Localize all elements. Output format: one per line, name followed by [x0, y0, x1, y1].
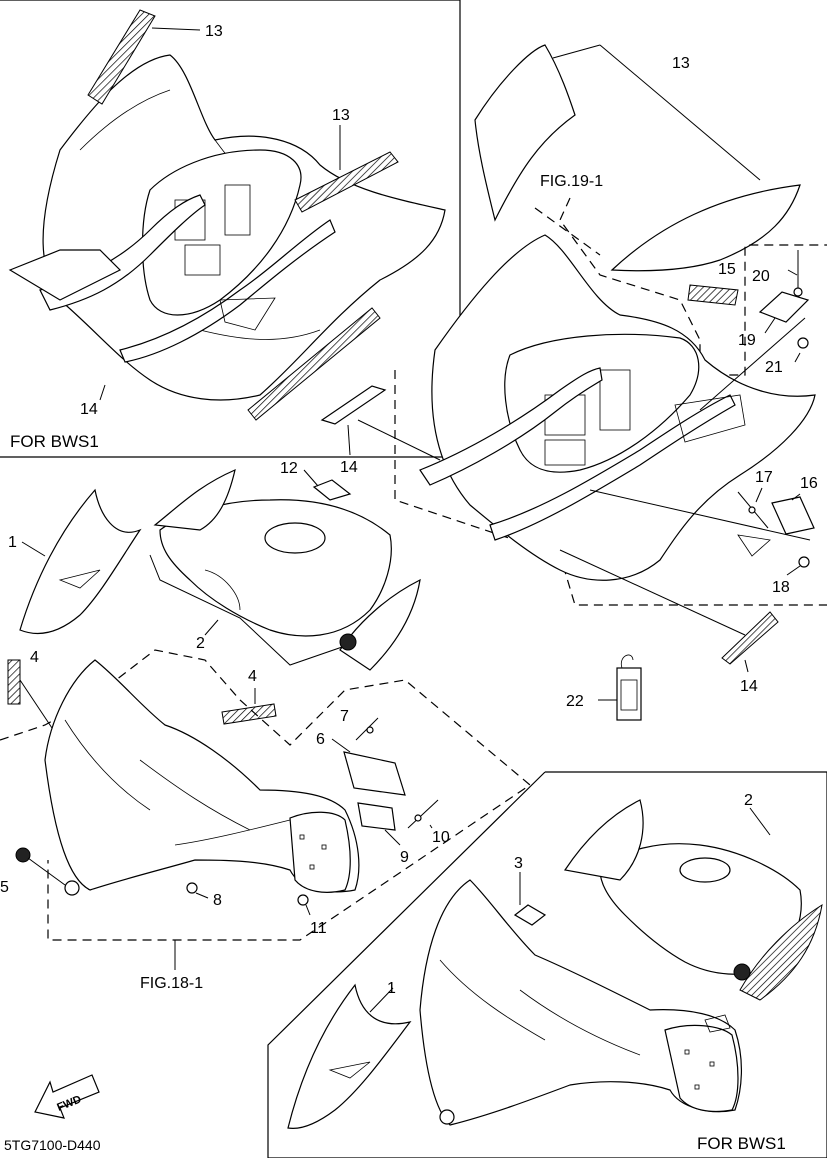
box-outline-top-left [0, 0, 461, 458]
callout-16: 16 [800, 475, 818, 492]
fwd-arrow: FWD [34, 1074, 100, 1119]
box-outline-bottom-right [267, 771, 827, 1158]
callout-15: 15 [718, 261, 736, 278]
decal-4-vertical [7, 659, 21, 705]
decal-12 [312, 479, 352, 501]
callout-12: 12 [280, 460, 298, 477]
fig-ref-18-1: FIG.18-1 [140, 975, 203, 992]
screw-10 [407, 799, 439, 829]
callout-5: 5 [0, 879, 9, 896]
callout-1: 1 [387, 980, 396, 997]
grommet-8 [186, 882, 198, 894]
decal-13-rear-panel [610, 184, 801, 272]
decal-13-side-panel [474, 44, 576, 222]
callout-14: 14 [340, 459, 358, 476]
callout-13: 13 [332, 107, 350, 124]
callout-11: 11 [310, 920, 327, 937]
plate-19 [758, 291, 810, 323]
tag-22 [598, 654, 642, 721]
decal-14-lower [721, 611, 779, 665]
nut-21 [797, 337, 809, 349]
box-bws1-front-fender: 2 3 1 FOR BWS1 [267, 771, 827, 1158]
plate-6 [343, 751, 406, 796]
callout-2: 2 [196, 635, 205, 652]
callout-22: 22 [566, 693, 584, 710]
front-fender-shell-bws1 [419, 879, 742, 1126]
fig-19-1-boundary [559, 197, 827, 376]
fig-ref-19-1: FIG.19-1 [540, 173, 603, 190]
decal-14-small [320, 385, 387, 425]
callout-17: 17 [755, 469, 773, 486]
seat-well-bws1 [141, 149, 302, 316]
front-fender-assembly: 12 2 1 4 4 FIG.18-1 5 [0, 460, 531, 992]
callout-1: 1 [8, 534, 17, 551]
document-code: 5TG7100-D440 [4, 1137, 101, 1153]
callout-14: 14 [80, 401, 98, 418]
callout-4: 4 [30, 649, 39, 666]
side-cover-2-bws1 [739, 903, 823, 1001]
decal-15 [687, 284, 739, 306]
front-side-panel-1-bws1 [287, 983, 412, 1130]
side-cover-2 [339, 578, 421, 671]
nut-18 [798, 556, 810, 568]
fender-flap [289, 811, 351, 893]
box-bws1-rear-fender: 13 13 14 FOR BWS1 [0, 0, 461, 458]
callout-3: 3 [514, 855, 523, 872]
screw-7 [355, 717, 379, 741]
callout-14: 14 [740, 678, 758, 695]
callout-20: 20 [752, 268, 770, 285]
bolt-20 [793, 250, 803, 297]
callout-7: 7 [340, 708, 349, 725]
plate-9 [357, 802, 396, 831]
callout-6: 6 [316, 731, 325, 748]
emblem-2 [339, 633, 357, 651]
callout-10: 10 [432, 829, 450, 846]
front-fender-shell [44, 659, 360, 893]
decal-14-bws1 [247, 307, 381, 421]
callout-8: 8 [213, 892, 222, 909]
callout-13: 13 [672, 55, 690, 72]
fwd-arrow-icon [34, 1074, 100, 1119]
emblem-5 [15, 847, 31, 863]
grommet-11 [297, 894, 309, 906]
rear-fender-assembly: 13 FIG.19-1 14 15 20 1 [320, 44, 827, 721]
callout-9: 9 [400, 849, 409, 866]
decal-4-horizontal [221, 703, 277, 725]
callout-18: 18 [772, 579, 790, 596]
box-label-for-bws1: FOR BWS1 [10, 432, 99, 451]
callout-21: 21 [765, 359, 783, 376]
callout-2: 2 [744, 792, 753, 809]
front-side-panel-1 [19, 488, 142, 635]
decal-13-side-bws1 [294, 151, 399, 213]
callout-19: 19 [738, 332, 756, 349]
box-label-for-bws1: FOR BWS1 [697, 1134, 786, 1153]
decal-3 [513, 904, 547, 926]
callout-4: 4 [248, 668, 257, 685]
callout-13: 13 [205, 23, 223, 40]
emblem-2-bws1 [733, 963, 751, 981]
decal-13-top-bws1 [87, 9, 156, 105]
bolt-17 [737, 491, 769, 529]
plate-16 [771, 496, 815, 535]
tank-cover-2 [159, 499, 392, 637]
